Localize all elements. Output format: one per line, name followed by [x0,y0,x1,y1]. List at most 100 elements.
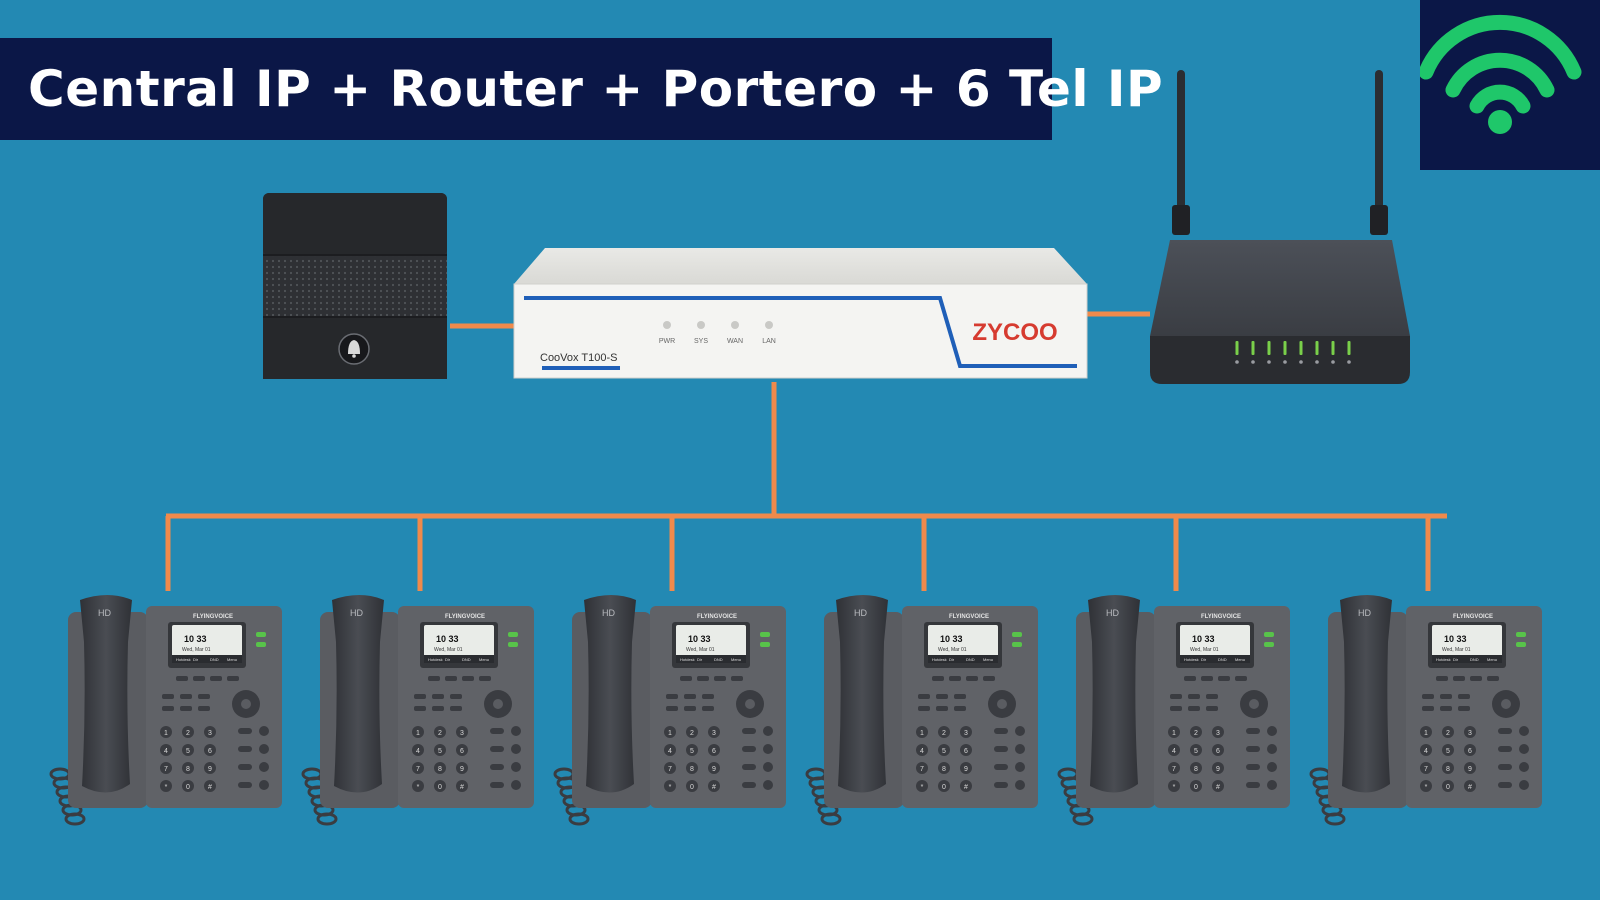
phone-keypad-key [1212,726,1224,738]
phone-softkey-label: Menu [1487,657,1497,662]
phone-handset [80,595,132,793]
phone-keypad-key [1442,744,1454,756]
phone-keypad-label: 2 [1446,730,1450,737]
phone-softkey [445,676,457,681]
phone-line-led [1516,642,1526,647]
phone-keypad-label: 3 [712,730,716,737]
phone-screen [1180,625,1250,663]
phone-brand: FLYINGVOICE [697,614,737,620]
phone-side-button [511,780,521,790]
phone-keypad-label: 4 [416,748,420,755]
phone-softkey-label: Hotdesk [428,657,443,662]
phone-keypad-key [686,744,698,756]
router-led [1331,341,1335,355]
phone-line-led [256,642,266,647]
phone-keypad-label: 1 [1424,730,1428,737]
phone-side-key [238,764,252,770]
phone-keypad-label: 9 [460,766,464,773]
pbx-led [697,321,705,329]
phone-function-key [1206,694,1218,699]
phone-softkey [1218,676,1230,681]
phone-keypad-label: 7 [668,766,672,773]
phone-keypad-key [960,744,972,756]
router-led [1235,341,1239,355]
phone-function-key [684,706,696,711]
pbx-led-label: PWR [659,338,675,345]
phone-softkey [210,676,222,681]
phone-keypad-key [182,762,194,774]
phone-hd-label: HD [1358,608,1371,618]
phone-keypad-label: 6 [460,748,464,755]
phone-side-key [994,746,1008,752]
phone-brand: FLYINGVOICE [949,614,989,620]
phone-softkey-label: DND [966,657,975,662]
phone-softkey-label: Dir [445,657,451,662]
phone-brand: FLYINGVOICE [1453,614,1493,620]
phone-side-key [1498,746,1512,752]
phone-keypad-label: * [669,784,672,791]
phone-keypad-key [204,780,216,792]
phone-keypad-label: 8 [438,766,442,773]
phone-keypad-label: 3 [208,730,212,737]
phone-keypad-key [938,744,950,756]
door-phone [263,193,447,379]
phone-softkey-label: Dir [949,657,955,662]
phone-nav-ok [1249,699,1259,709]
phone-hd-label: HD [602,608,615,618]
phone-keypad-label: 7 [164,766,168,773]
phone-function-key [414,706,426,711]
phone-keypad-label: 1 [1172,730,1176,737]
phone-softkey [1184,676,1196,681]
phone-hd-label: HD [854,608,867,618]
phone-screen [928,625,998,663]
phone-keypad-key [1168,780,1180,792]
phone-brand: FLYINGVOICE [445,614,485,620]
phone-keypad-label: * [921,784,924,791]
phone-line-led [508,632,518,637]
phone-softkey [1235,676,1247,681]
phone-side-key [238,782,252,788]
phone-keypad-label: 2 [690,730,694,737]
phone-nav-ok [241,699,251,709]
phone-keypad-key [412,780,424,792]
phone-side-key [238,746,252,752]
phone-side-button [511,762,521,772]
phone-side-key [490,764,504,770]
phone-side-key [490,782,504,788]
phone-keypad-label: 8 [942,766,946,773]
phone-softkey [227,676,239,681]
phone-keypad-key [412,726,424,738]
phone-keypad-key [664,726,676,738]
phone-keypad-key [182,726,194,738]
phone-side-key [1246,764,1260,770]
phone-side-button [1267,780,1277,790]
phone-keypad-key [182,780,194,792]
phone-keypad-label: 1 [668,730,672,737]
phone-keypad-key [916,726,928,738]
phone-function-key [1422,706,1434,711]
phone-keypad-label: 5 [186,748,190,755]
phone-keypad-key [160,762,172,774]
phone-keypad-key [1190,780,1202,792]
phone-function-key [450,706,462,711]
phone-brand: FLYINGVOICE [193,614,233,620]
phone-softkey [966,676,978,681]
phone-handset [584,595,636,793]
phone-side-button [763,744,773,754]
phone-keypad-label: # [712,784,716,791]
phone-side-key [742,746,756,752]
router-led-icon [1251,360,1255,364]
phone-keypad-label: 0 [1446,784,1450,791]
phone-hd-label: HD [98,608,111,618]
phone-function-key [954,706,966,711]
phone-line-led [1012,642,1022,647]
phone-side-button [1267,762,1277,772]
phone-keypad-key [938,762,950,774]
phone-side-button [259,726,269,736]
